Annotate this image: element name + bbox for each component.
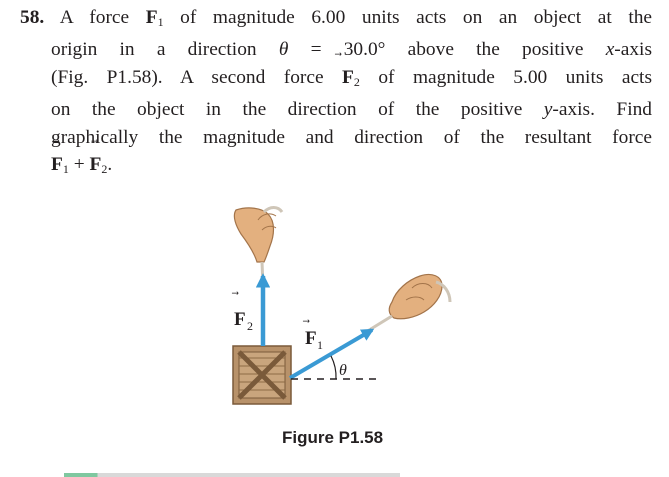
problem-line-2: origin in a direction θ = 30.0° above th… <box>51 39 652 61</box>
svg-text:1: 1 <box>317 338 323 352</box>
svg-text:⃗: ⃗ <box>231 291 239 295</box>
problem-line-1: 58. A force ⃗F1 of magnitude 6.00 units … <box>20 4 652 36</box>
problem-line-5: graphically the magnitude and direction … <box>51 126 652 148</box>
svg-text:2: 2 <box>247 319 253 333</box>
svg-text:F: F <box>234 309 246 330</box>
crate <box>232 345 292 405</box>
problem-line-4: on the object in the direction of the po… <box>51 99 652 121</box>
problem-line-3: (Fig. P1.58). A second force ⃗F2 of magn… <box>20 64 652 96</box>
svg-text:F: F <box>305 328 317 349</box>
angle-arc <box>330 355 337 380</box>
vector-f1: ⃗F1 <box>145 7 164 29</box>
svg-text:⃗: ⃗ <box>302 319 310 323</box>
label-f2: ⃗ F 2 <box>231 291 253 333</box>
vector-f1-sum: ⃗F1 <box>51 154 69 177</box>
vector-f2: ⃗F2 <box>342 66 360 89</box>
problem-number: 58. <box>20 7 45 28</box>
problem-line-6: ⃗F1 + ⃗F2. <box>20 151 652 183</box>
hand-right <box>388 273 452 320</box>
vector-f2-sum: ⃗F2 <box>89 154 108 177</box>
arrow-f1 <box>288 328 375 380</box>
label-theta: θ <box>339 362 347 379</box>
problem-text: 58. A force ⃗F1 of magnitude 6.00 units … <box>20 4 652 183</box>
hand-top <box>233 206 284 263</box>
bottom-divider <box>64 473 400 477</box>
figure-caption: Figure P1.58 <box>282 428 384 447</box>
label-f1: ⃗ F 1 <box>302 319 323 352</box>
